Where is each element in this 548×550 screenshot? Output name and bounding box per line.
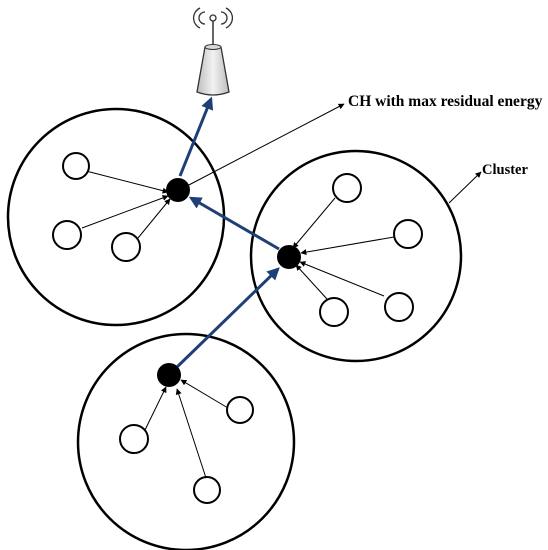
member-nodes [52,152,423,504]
cluster-head-node [166,178,190,202]
base-station-icon [192,7,234,96]
sensor-node [193,476,221,504]
sensor-node [384,292,414,322]
cluster-heads [157,178,301,387]
antenna-tip [209,14,217,22]
tower-body [196,46,230,96]
signal-waves-icon [192,7,234,29]
ch-label-pointer [184,103,345,188]
sensor-node [319,297,349,327]
cluster-boundary-right [249,149,463,363]
member-links-right [292,197,395,300]
sensor-node [119,424,149,454]
routing-path [175,96,280,369]
sensor-node [332,173,362,203]
route-right-to-topleft [188,196,280,251]
route-bottom-to-right [175,267,280,369]
member-links-top-left [81,170,171,239]
route-topleft-to-base [178,96,214,177]
ch-label: CH with max residual energy [348,93,543,110]
sensor-node [52,220,82,250]
sensor-node [226,396,254,424]
cluster-boundary-top-left [6,107,226,327]
tower-top [204,44,222,50]
sensor-node [393,219,423,249]
cluster-head-node [277,245,301,269]
sensor-node [111,232,141,262]
cluster-label-pointer [448,171,482,204]
cluster-head-node [157,363,181,387]
sensor-node [62,152,90,180]
cluster-label: Cluster [482,162,528,178]
cluster-boundary-bottom [76,332,296,550]
member-links-bottom [144,379,229,479]
